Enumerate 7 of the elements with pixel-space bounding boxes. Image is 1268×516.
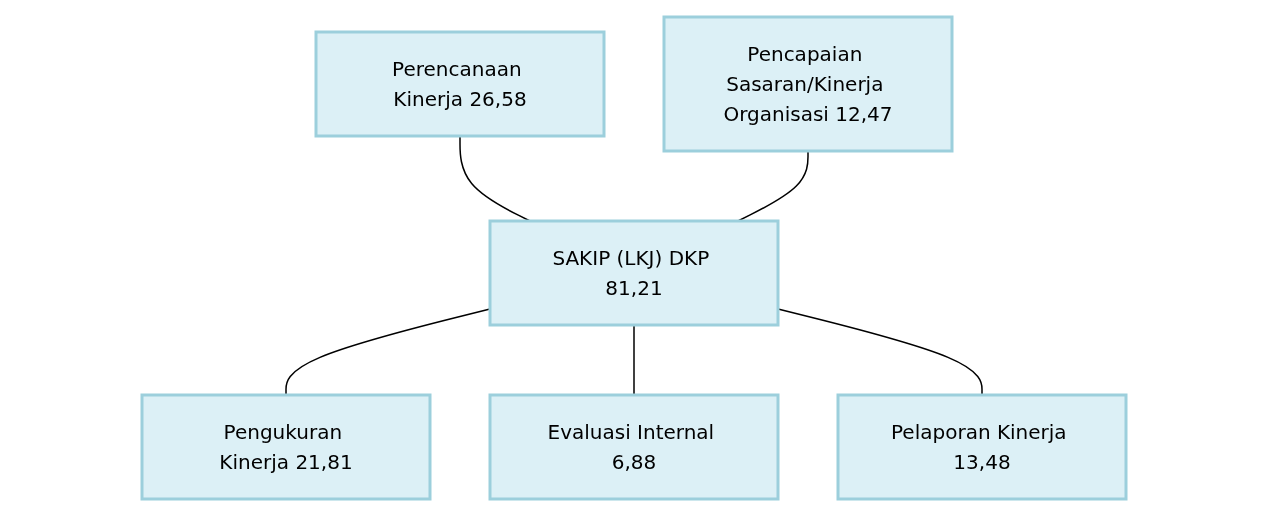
connector <box>285 308 491 396</box>
node-box: Perencanaan Kinerja 26,58 <box>314 30 606 138</box>
node-box: Evaluasi Internal 6,88 <box>488 393 780 501</box>
node-box: Pelaporan Kinerja 13,48 <box>836 393 1128 501</box>
node-box: Pengukuran Kinerja 21,81 <box>140 393 432 501</box>
node-box: SAKIP (LKJ) DKP 81,21 <box>488 219 780 327</box>
node-box: Pencapaian Sasaran/Kinerja Organisasi 12,47 <box>662 15 954 153</box>
